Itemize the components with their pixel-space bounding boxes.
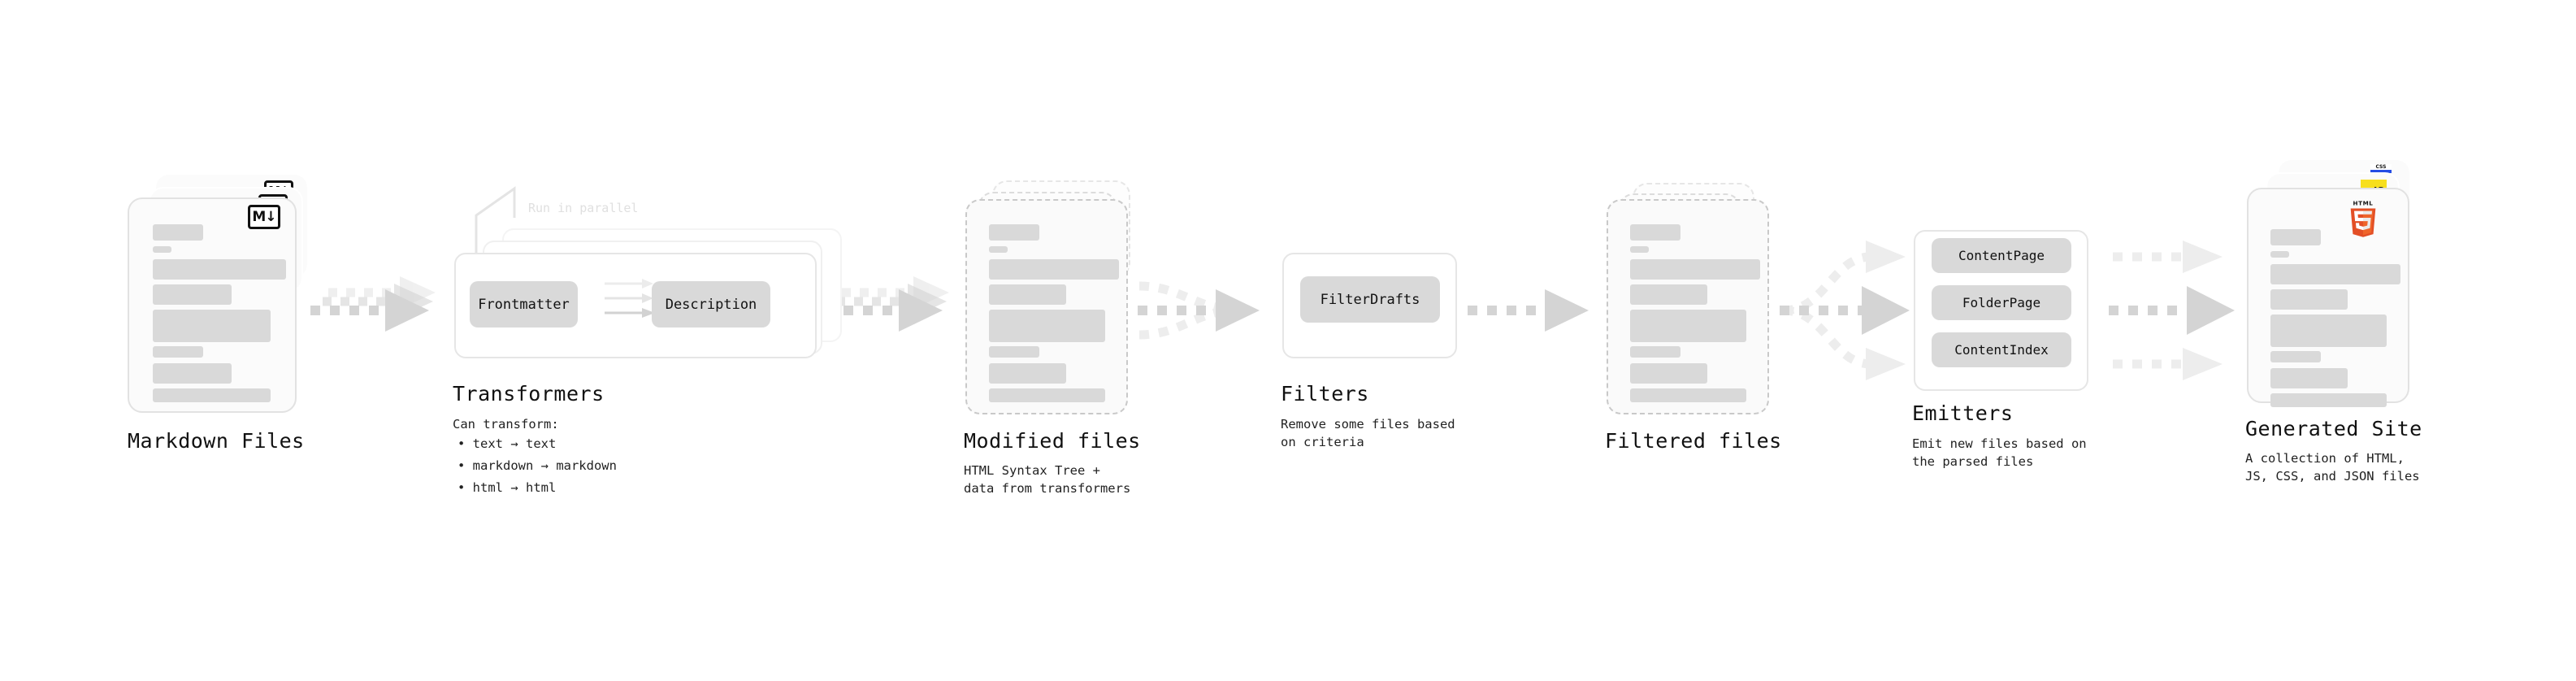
skeleton-line (2270, 264, 2400, 284)
skeleton-line (989, 224, 1039, 241)
skeleton-line (1630, 284, 1707, 305)
modified-card-front (965, 199, 1128, 414)
skeleton-line (153, 310, 271, 342)
stage-desc-emitters: Emit new files based on the parsed files (1912, 436, 2087, 469)
connector-transformers-to-modified (824, 276, 949, 332)
skeleton-line (989, 346, 1039, 358)
skeleton-line (1630, 259, 1760, 280)
skeleton-line (989, 259, 1119, 280)
transformer-inner-arrows (605, 279, 655, 318)
transformer-chip-frontmatter[interactable]: Frontmatter (470, 281, 578, 327)
stage-title-modified-files: Modified files (964, 429, 1141, 453)
skeleton-line (2270, 251, 2289, 258)
skeleton-line (153, 363, 232, 384)
skeleton-line (1630, 388, 1746, 402)
skeleton-line (153, 284, 232, 305)
stage-desc-generated-site: A collection of HTML, JS, CSS, and JSON … (2245, 451, 2420, 484)
skeleton-line (989, 246, 1008, 253)
skeleton-line (2270, 289, 2348, 310)
filtered-card-front (1607, 199, 1769, 414)
stage-title-filters: Filters (1281, 382, 1369, 406)
markdown-card-front (128, 197, 297, 413)
markdown-badge-front: M↓ (248, 205, 280, 229)
stage-title-markdown-files: Markdown Files (128, 429, 305, 453)
skeleton-line (2270, 351, 2321, 362)
emitter-chip-contentindex[interactable]: ContentIndex (1932, 332, 2071, 367)
skeleton-line (2270, 393, 2387, 407)
transformer-bullet-2: • markdown → markdown (458, 458, 617, 473)
filter-chip-filterdrafts[interactable]: FilterDrafts (1300, 276, 1440, 323)
css-badge: CSS (2370, 164, 2392, 173)
skeleton-line (1630, 224, 1680, 241)
stage-title-generated-site: Generated Site (2245, 417, 2422, 440)
connector-filters-to-filtered (1468, 289, 1589, 332)
css-badge-bar (2370, 170, 2392, 173)
skeleton-line (1630, 363, 1707, 384)
emitter-chip-folderpage[interactable]: FolderPage (1932, 285, 2071, 320)
emitter-chip-contentpage[interactable]: ContentPage (1932, 238, 2071, 273)
html5-badge-label: HTML (2353, 200, 2374, 207)
transformer-chip-description[interactable]: Description (652, 281, 770, 327)
transformer-bullet-3: • html → html (458, 480, 557, 495)
skeleton-line (2270, 314, 2387, 347)
connector-modified-to-filters (1138, 281, 1260, 340)
skeleton-line (989, 363, 1066, 384)
skeleton-line (989, 388, 1105, 402)
stage-title-filtered-files: Filtered files (1605, 429, 1782, 453)
stage-generated-site: CSS JS HTML Generated Site A collection … (0, 0, 2422, 484)
skeleton-line (153, 346, 203, 358)
skeleton-line (2270, 368, 2348, 388)
skeleton-line (153, 259, 286, 280)
css-badge-label: CSS (2375, 164, 2387, 170)
connector-filtered-to-emitters (1780, 241, 1910, 380)
skeleton-line (2270, 229, 2321, 245)
stage-desc-transformers: Can transform: (453, 417, 559, 432)
stage-desc-filters: Remove some files based on criteria (1281, 417, 1455, 449)
stage-desc-modified-files: HTML Syntax Tree + data from transformer… (964, 463, 1131, 496)
skeleton-line (153, 388, 271, 402)
html5-badge: HTML (2350, 200, 2376, 237)
skeleton-line (153, 224, 203, 241)
site-card-front (2247, 188, 2409, 407)
skeleton-line (1630, 246, 1649, 253)
skeleton-line (1630, 310, 1746, 342)
skeleton-line (989, 284, 1066, 305)
connector-emitters-to-site (2109, 241, 2235, 380)
skeleton-line (153, 246, 171, 253)
connector-markdown-to-transformers (310, 276, 436, 332)
stage-title-emitters: Emitters (1912, 401, 2014, 425)
transformer-bullet-1: • text → text (458, 436, 557, 451)
run-in-parallel-label: Run in parallel (528, 201, 639, 215)
run-in-parallel-leader (475, 186, 516, 260)
skeleton-line (1630, 346, 1680, 358)
stage-title-transformers: Transformers (453, 382, 605, 406)
skeleton-line (989, 310, 1105, 342)
